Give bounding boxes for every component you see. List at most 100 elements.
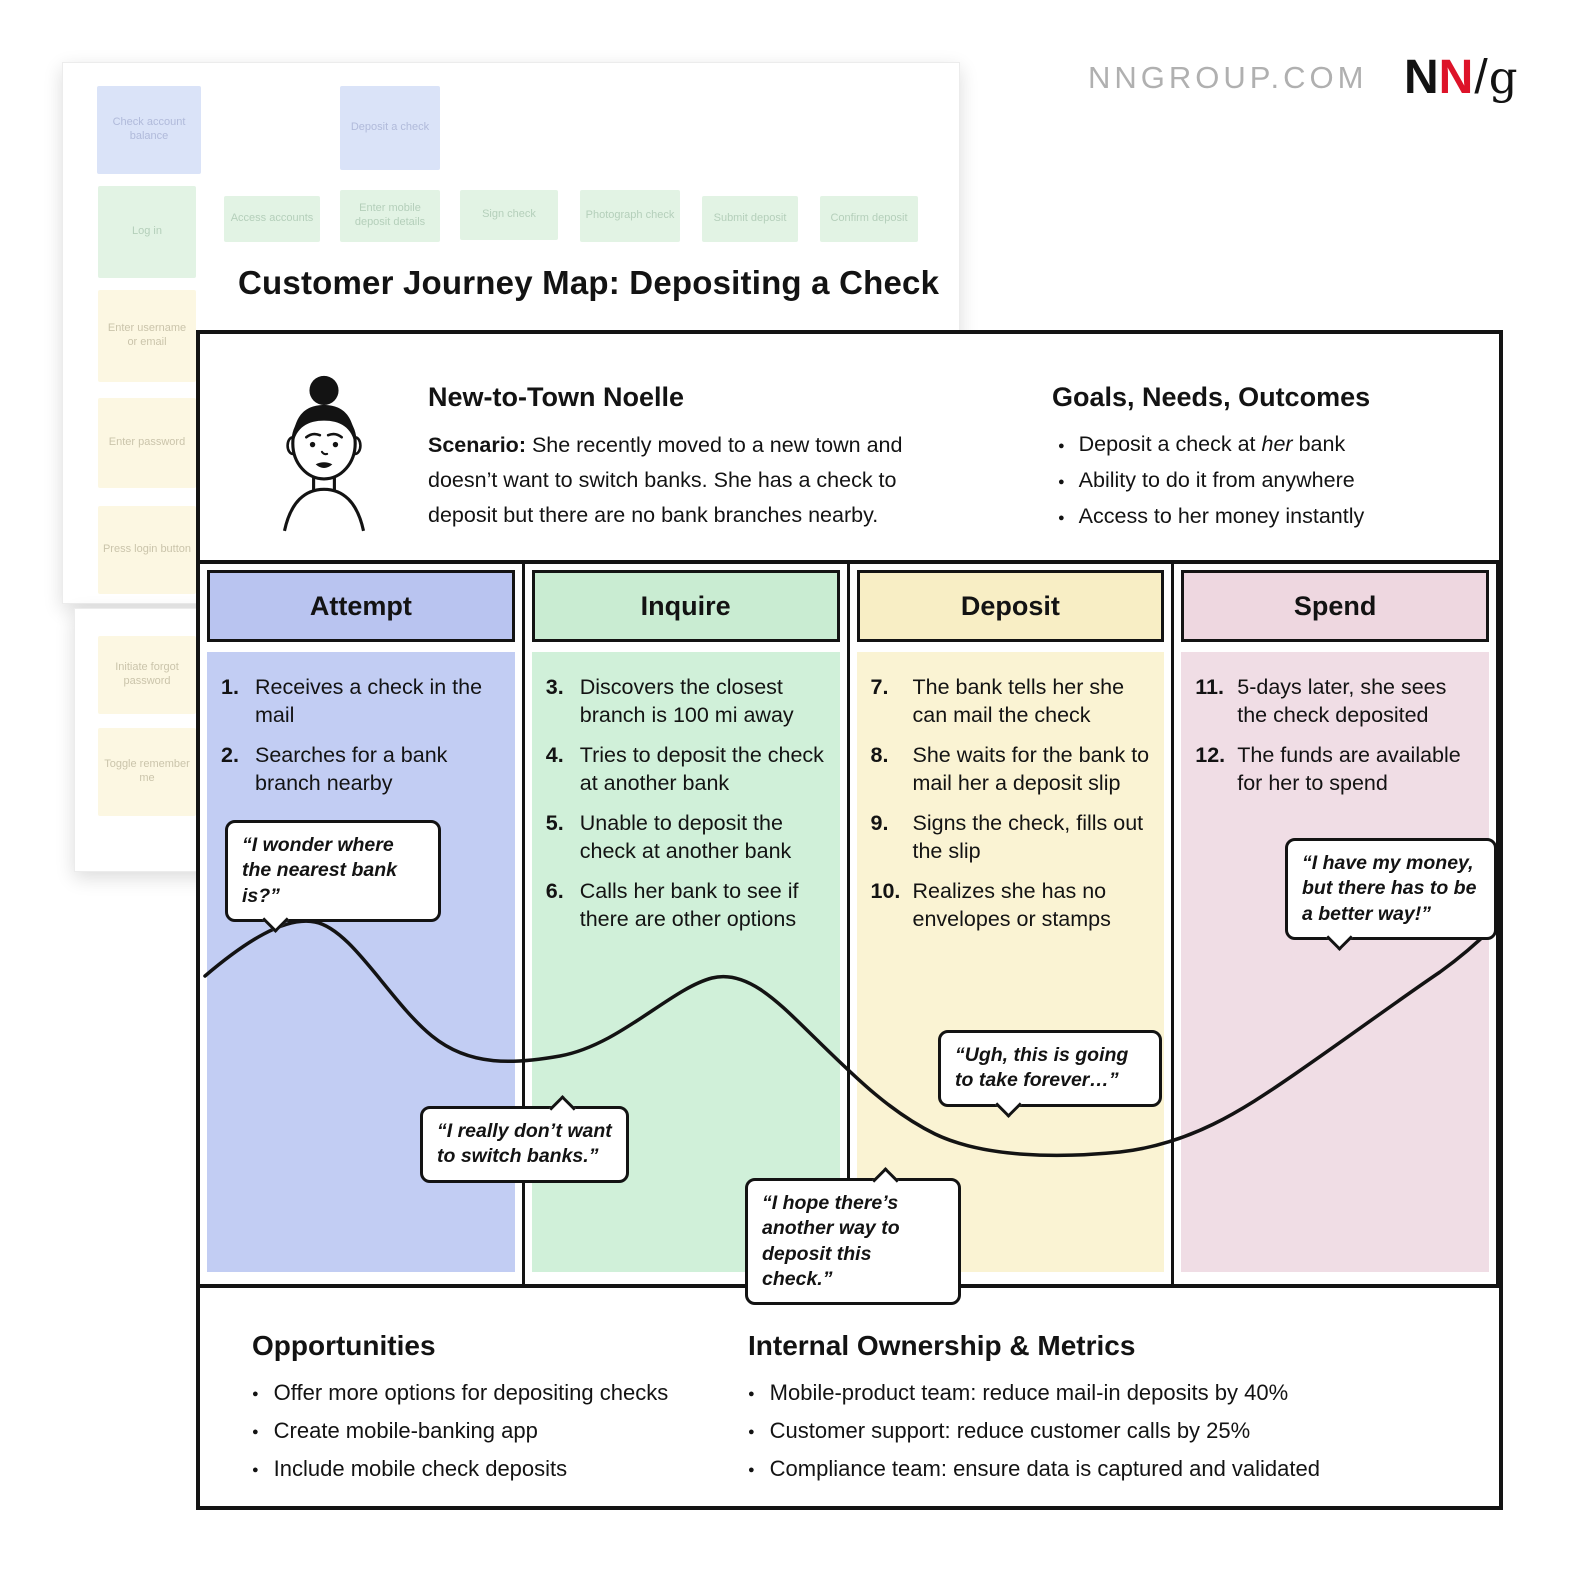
goal-text: Ability to do it from anywhere [1078,468,1355,492]
step-text: Receives a check in the mail [255,675,483,727]
journey-step: 11. 5-days later, she sees the check depo… [1195,674,1481,729]
logo-n-red: N [1438,51,1474,104]
journey-step: 7. The bank tells her she can mail the ch… [871,674,1157,729]
stage-header-inquire: Inquire [531,570,840,642]
goal-item: Access to her money instantly [1058,504,1365,529]
step-number: 6. [545,879,564,904]
goal-text: Deposit a check at [1078,432,1262,456]
stage-header-deposit: Deposit [856,570,1165,642]
wireframe-node: Photograph check [580,190,680,242]
step-number: 11. [1195,675,1224,699]
ownership-item: Compliance team: ensure data is captured… [748,1456,1320,1482]
logo-n-black: N [1404,51,1439,104]
wireframe-node: Sign check [460,190,558,240]
opportunity-text: Create mobile-banking app [273,1418,538,1443]
step-number: 9. [870,811,889,836]
wireframe-node: Enter mobile deposit details [340,190,440,242]
wireframe-node: Enter password [98,398,196,488]
quote-bubble: “I hope there’s another way to deposit t… [745,1178,961,1306]
scenario-label: Scenario: [428,433,526,457]
logo-g: g [1488,51,1518,104]
step-number: 10. [870,879,901,904]
step-text: Tries to deposit the check at another ba… [579,743,824,795]
persona-row: New-to-Town Noelle Scenario: She recentl… [200,334,1499,564]
opportunity-text: Offer more options for depositing checks [273,1380,669,1405]
step-number: 8. [870,743,889,768]
journey-step: 6. Calls her bank to see if there are oth… [546,878,832,933]
goal-item: Ability to do it from anywhere [1058,468,1364,493]
wireframe-node: Initiate forgot password [98,636,196,714]
opportunities-heading: Opportunities [252,1330,436,1361]
persona-scenario: Scenario: She recently moved to a new to… [428,428,936,532]
step-text: The bank tells her she can mail the chec… [912,675,1125,727]
wireframe-node: Access accounts [224,196,320,242]
step-number: 3. [545,675,564,699]
step-text: 5-days later, she sees the check deposit… [1237,675,1447,727]
step-number: 2. [221,743,239,768]
wireframe-node: Log in [98,186,196,278]
wireframe-node: Submit deposit [702,196,798,242]
ownership-heading: Internal Ownership & Metrics [748,1330,1136,1361]
wireframe-node: Confirm deposit [820,196,918,242]
step-text: Signs the check, fills out the slip [912,811,1144,863]
stage-column-deposit: Deposit 7. The bank tells her she can mai… [850,564,1175,1284]
stage-header-attempt: Attempt [207,570,515,642]
logo-slash: / [1474,51,1488,104]
stage-header-spend: Spend [1181,570,1489,642]
step-text: Discovers the closest branch is 100 mi a… [579,675,794,727]
ownership-text: Compliance team: ensure data is captured… [769,1456,1320,1481]
ownership-text: Customer support: reduce customer calls … [769,1418,1251,1443]
footer-row: Opportunities Offer more options for dep… [200,1292,1499,1506]
quote-bubble: “Ugh, this is going to take forever…” [938,1030,1162,1107]
step-number: 1. [221,675,239,699]
opportunity-item: Create mobile-banking app [252,1418,668,1444]
goal-text-em: her [1261,432,1293,456]
goals-heading: Goals, Needs, Outcomes [1052,382,1371,412]
step-number: 12. [1195,743,1226,768]
ownership-section: Internal Ownership & Metrics Mobile-prod… [748,1330,1320,1494]
persona-avatar [272,368,376,544]
step-number: 4. [545,743,564,768]
scenario-text: She recently moved to a new town and doe… [428,433,903,527]
step-number: 5. [545,811,564,836]
woman-illustration-icon [282,375,366,532]
step-text: Searches for a bank branch nearby [255,743,448,795]
step-text: Realizes she has no envelopes or stamps [912,879,1111,931]
step-text: Calls her bank to see if there are other… [579,879,799,931]
journey-step: 10. Realizes she has no envelopes or stam… [871,878,1157,933]
journey-step: 9. Signs the check, fills out the slip [871,810,1157,865]
wireframe-node: Press login button [98,506,196,594]
opportunity-item: Include mobile check deposits [252,1456,668,1482]
persona-name: New-to-Town Noelle [428,382,684,412]
journey-step: 3. Discovers the closest branch is 100 mi… [546,674,832,729]
goal-text: bank [1292,432,1346,456]
goals-list: Deposit a check at her bank Ability to d… [1058,432,1365,540]
step-number: 7. [870,675,889,699]
opportunities-list: Offer more options for depositing checks… [252,1380,669,1482]
journey-step: 12. The funds are available for her to sp… [1195,742,1481,797]
step-text: She waits for the bank to mail her a dep… [912,743,1150,795]
journey-step: 2. Searches for a bank branch nearby [221,742,507,797]
journey-map: New-to-Town Noelle Scenario: She recentl… [196,330,1503,1510]
step-text: The funds are available for her to spend [1237,743,1461,795]
goal-item: Deposit a check at her bank [1058,432,1364,457]
quote-bubble: “I really don’t want to switch banks.” [420,1106,629,1183]
stage-body-spend: 11. 5-days later, she sees the check depo… [1181,652,1489,1272]
quote-bubble: “I wonder where the nearest bank is?” [225,820,441,923]
opportunity-text: Include mobile check deposits [273,1456,568,1481]
journey-step: 5. Unable to deposit the check at another… [546,810,832,865]
ownership-list: Mobile-product team: reduce mail-in depo… [748,1380,1320,1482]
page-title: Customer Journey Map: Depositing a Check [238,264,940,301]
ownership-text: Mobile-product team: reduce mail-in depo… [769,1380,1289,1405]
opportunity-item: Offer more options for depositing checks [252,1380,669,1406]
ownership-item: Customer support: reduce customer calls … [748,1418,1320,1444]
journey-step: 4. Tries to deposit the check at another … [546,742,832,797]
opportunities-section: Opportunities Offer more options for dep… [252,1330,668,1494]
quote-bubble: “I have my money, but there has to be a … [1285,838,1497,941]
step-text: Unable to deposit the check at another b… [579,811,792,863]
ownership-item: Mobile-product team: reduce mail-in depo… [748,1380,1320,1406]
goal-text: Access to her money instantly [1078,504,1365,528]
journey-step: 1. Receives a check in the mail [221,674,507,729]
